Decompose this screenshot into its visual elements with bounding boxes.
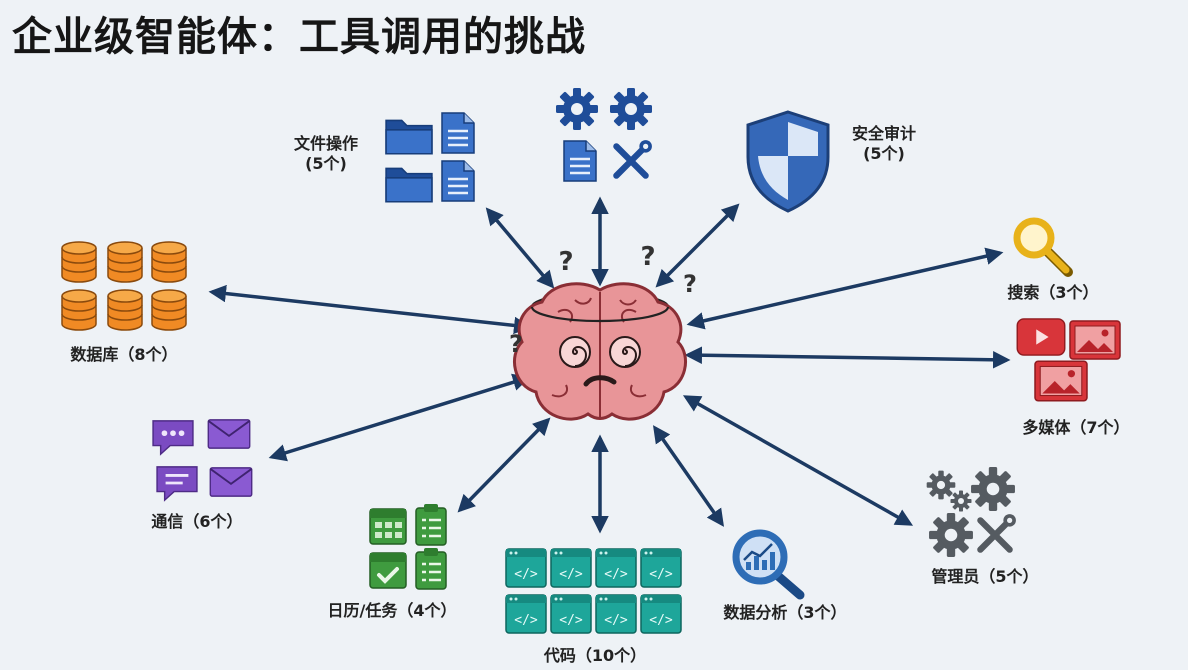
folder-icon — [385, 119, 433, 155]
checklist-icon — [414, 547, 448, 591]
arrow-analytics — [652, 425, 725, 527]
question-mark: ? — [683, 270, 697, 298]
image-icon — [1034, 360, 1088, 402]
arrow-file-ops — [485, 207, 555, 289]
database-icon — [151, 289, 187, 331]
security-name: 安全审计 — [851, 124, 916, 143]
gear-icon — [556, 88, 598, 130]
label-code: 代码（10个） — [543, 646, 647, 665]
chat-icon — [152, 420, 194, 455]
arrow-database — [208, 284, 532, 335]
database-icon — [61, 289, 97, 331]
gear-icon — [950, 490, 972, 512]
wrench-icon — [980, 514, 1016, 550]
security-count: (5个) — [863, 144, 905, 163]
page-title: 企业级智能体：工具调用的挑战 — [12, 14, 586, 60]
code-window-icon — [640, 594, 682, 634]
label-multimedia: 多媒体（7个） — [1022, 418, 1130, 437]
label-comms: 通信（6个） — [151, 512, 243, 531]
label-admin: 管理员（5个） — [931, 567, 1039, 586]
label-database: 数据库（8个） — [70, 345, 178, 364]
image-icon — [1069, 320, 1121, 360]
label-file-ops: 文件操作 (5个) — [270, 134, 382, 174]
wrench-icon — [616, 140, 652, 176]
code-window-icon — [595, 594, 637, 634]
database-icon — [107, 241, 143, 283]
question-mark: ? — [509, 330, 523, 358]
checklist-icon — [414, 503, 448, 547]
arrow-admin — [682, 395, 914, 526]
document-icon — [562, 139, 598, 183]
calendar-check-icon — [368, 551, 408, 590]
arrow-security — [655, 203, 740, 288]
database-icon — [107, 289, 143, 331]
code-window-icon — [505, 594, 547, 634]
arrow-comms — [268, 373, 531, 462]
gear-icon — [971, 467, 1015, 511]
gear-icon — [929, 513, 973, 557]
shield-icon — [746, 110, 830, 213]
mail-icon — [207, 418, 251, 450]
gear-icon — [926, 470, 956, 500]
label-analytics: 数据分析（3个） — [723, 603, 847, 622]
arrow-search — [686, 247, 1004, 330]
label-search: 搜索（3个） — [1007, 283, 1099, 302]
calendar-icon — [369, 508, 407, 545]
code-window-icon — [505, 548, 547, 588]
mail-icon — [209, 466, 253, 498]
file-ops-name: 文件操作 — [293, 134, 358, 153]
video-play-icon — [1016, 318, 1066, 356]
question-mark: ? — [558, 247, 573, 277]
code-window-icon — [640, 548, 682, 588]
folder-icon — [385, 167, 433, 203]
chat-icon — [155, 465, 199, 502]
arrow-calendar — [457, 417, 551, 513]
document-icon — [440, 159, 476, 203]
confused-brain-icon: ???? — [509, 242, 697, 421]
code-window-icon — [595, 548, 637, 588]
database-icon — [61, 241, 97, 283]
label-calendar: 日历/任务（4个） — [327, 601, 457, 620]
code-window-icon — [550, 594, 592, 634]
question-mark: ? — [640, 242, 655, 272]
search-icon — [1013, 217, 1073, 277]
code-window-icon — [550, 548, 592, 588]
label-security: 安全审计 (5个) — [828, 124, 940, 164]
document-icon — [440, 111, 476, 155]
gear-icon — [610, 88, 652, 130]
analytics-magnifier-icon — [732, 529, 805, 600]
file-ops-count: (5个) — [305, 154, 347, 173]
arrow-multimedia — [684, 346, 1011, 369]
database-icon — [151, 241, 187, 283]
